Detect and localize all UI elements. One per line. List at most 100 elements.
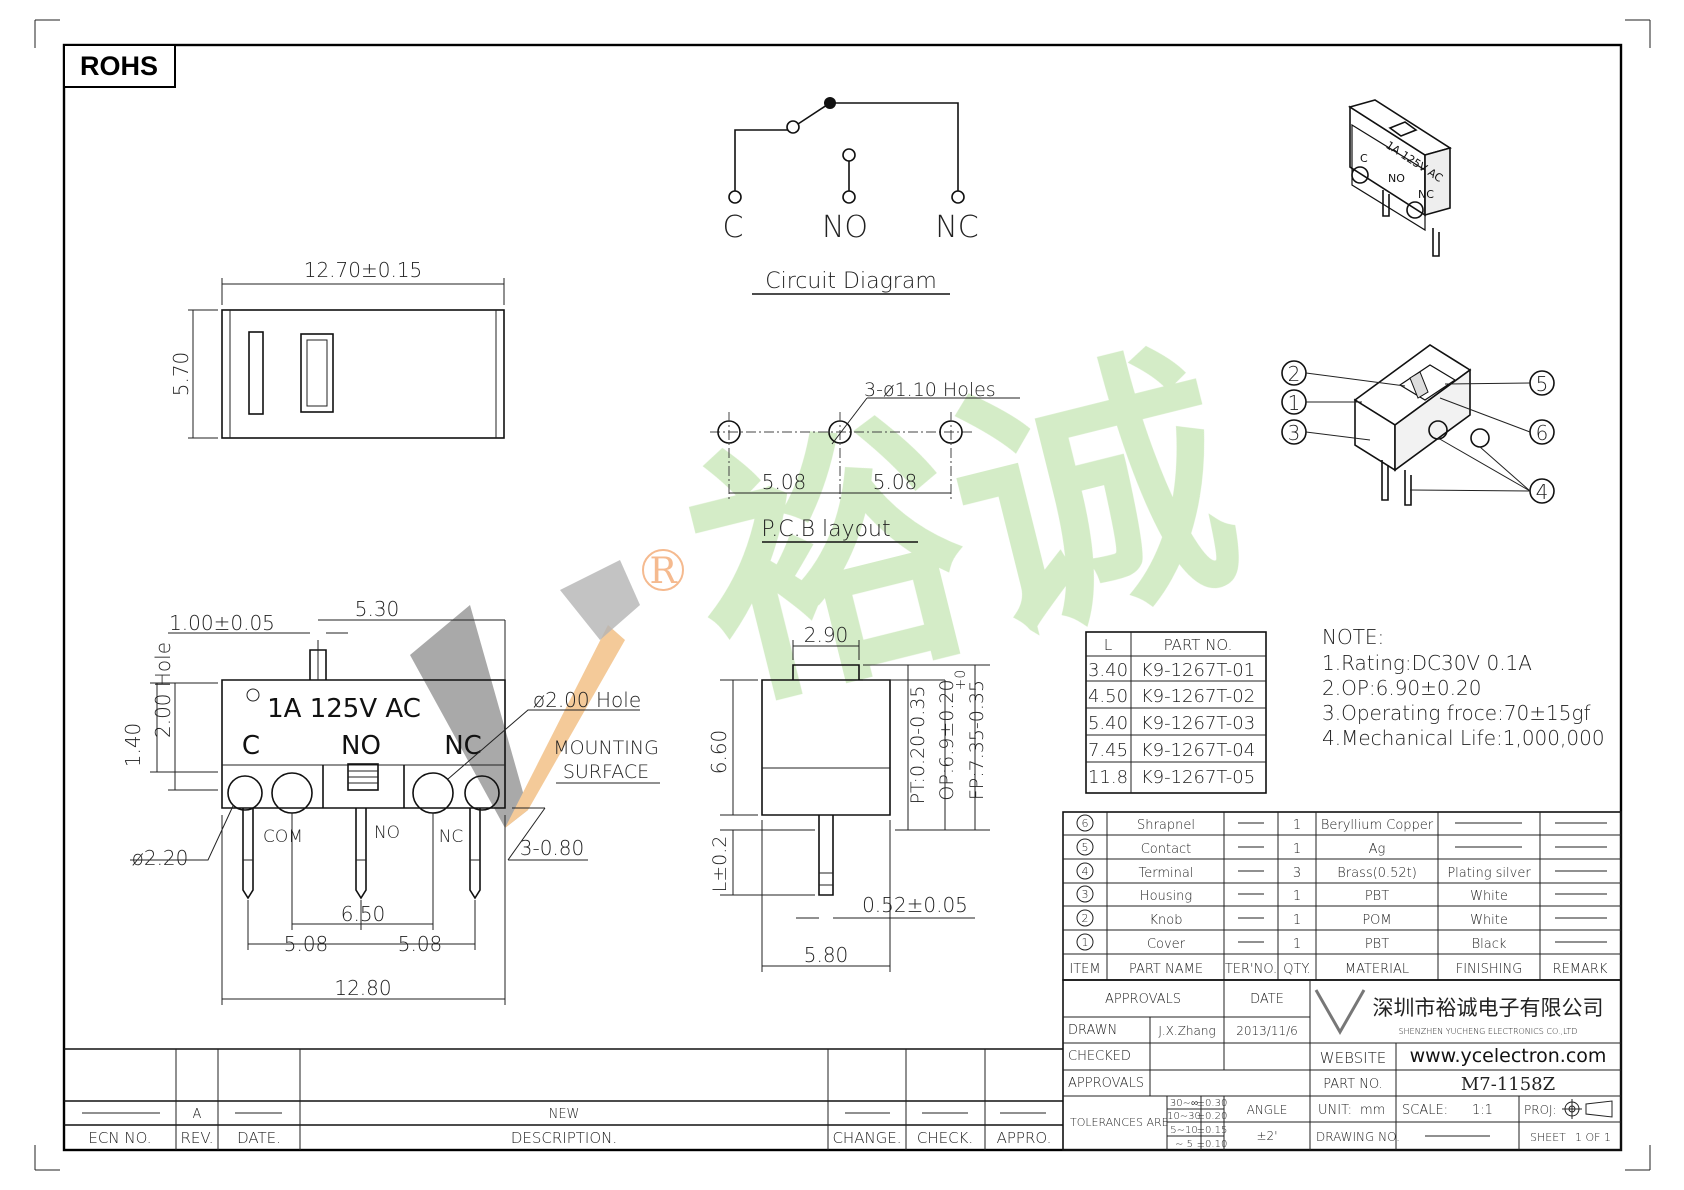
- bom-row-2-material: Ag: [1369, 842, 1386, 857]
- tb-website-label: WEBSITE: [1320, 1049, 1386, 1067]
- bom-row-3-material: Brass(0.52t): [1337, 866, 1417, 881]
- side-dim-pin-width: 0.52±0.05: [862, 893, 968, 917]
- tol-range-3: 5~10: [1170, 1125, 1197, 1136]
- tb-approvals-2: APPROVALS: [1068, 1076, 1144, 1091]
- tb-sheet-value: 1 OF 1: [1575, 1131, 1611, 1144]
- front-dim-base-height: 1.40: [121, 723, 145, 768]
- tol-value-4: ±0.10: [1197, 1139, 1228, 1150]
- rev-description: NEW: [549, 1107, 580, 1122]
- part-row-3-l: 5.40: [1088, 713, 1128, 734]
- pcb-holes-dim: 3-ø1.10 Holes: [864, 379, 996, 401]
- bom-row-6-item: 1: [1082, 936, 1089, 949]
- pcb-pitch-left: 5.08: [762, 470, 807, 494]
- callout-3: 3: [1288, 421, 1301, 445]
- tb-unit-value: mm: [1360, 1103, 1385, 1118]
- projection-symbol-icon: [1562, 1099, 1613, 1119]
- bom-row-5-name: Knob: [1150, 913, 1183, 928]
- iso-label-no: NO: [1388, 172, 1405, 185]
- bom-row-5-finishing: White: [1470, 913, 1508, 928]
- front-label-nc: NC: [444, 731, 482, 761]
- circuit-title: Circuit Diagram: [765, 269, 937, 294]
- bom-header-part-name: PART NAME: [1129, 962, 1203, 977]
- side-dim-top: 2.90: [804, 623, 849, 647]
- tb-unit-label: UNIT:: [1318, 1103, 1352, 1118]
- front-dim-hole-width: 1.00±0.05: [169, 611, 275, 635]
- tb-angle-label: ANGLE: [1247, 1103, 1288, 1117]
- bom-header-qty: QTY.: [1283, 962, 1311, 977]
- side-dim-width: 5.80: [804, 943, 849, 967]
- part-row-5-l: 11.8: [1088, 767, 1128, 788]
- tb-website: www.ycelectron.com: [1410, 1045, 1607, 1067]
- rohs-badge: ROHS: [63, 44, 176, 88]
- notes: NOTE: 1.Rating:DC30V 0.1A 2.OP:6.90±0.20…: [1322, 625, 1605, 750]
- part-row-2-l: 4.50: [1088, 686, 1128, 707]
- front-dim-hole-height: 2.00 Hole: [151, 642, 175, 738]
- iso-label-c: C: [1360, 152, 1368, 165]
- top-view: 12.70±0.15 5.70: [169, 258, 505, 439]
- tb-angle-value: ±2': [1257, 1129, 1278, 1143]
- front-view: 1A 125V AC C NO NC COM NO NC 1.00±0.05 5…: [121, 597, 660, 1005]
- tb-drawn-date: 2013/11/6: [1236, 1024, 1298, 1038]
- circuit-diagram: C NO NC Circuit Diagram: [723, 97, 979, 295]
- bom-row-3-qty: 3: [1293, 866, 1301, 881]
- part-row-4-l: 7.45: [1088, 740, 1128, 761]
- front-label-no: NO: [341, 731, 381, 761]
- tb-drawn-by: J.X.Zhang: [1158, 1024, 1215, 1038]
- front-dim-span: 6.50: [341, 902, 386, 926]
- tb-drawn: DRAWN: [1068, 1023, 1117, 1038]
- side-view: 2.90 6.60 L±0.2 PT:0.20-0.35 OP:6.9±0.20…: [707, 623, 990, 972]
- side-dim-fp: FP:7.35-0.35: [966, 680, 988, 800]
- tb-approvals: APPROVALS: [1105, 992, 1181, 1007]
- circuit-label-nc: NC: [935, 210, 978, 245]
- bom-row-5-item: 2: [1082, 912, 1089, 925]
- bom-row-3-finishing: Plating silver: [1447, 866, 1531, 881]
- tb-sheet-label: SHEET: [1530, 1131, 1566, 1144]
- bom-row-5-qty: 1: [1293, 913, 1301, 928]
- rev-value: A: [193, 1107, 202, 1122]
- part-table-header-part: PART NO.: [1164, 636, 1233, 654]
- company-logo: [1314, 989, 1366, 1036]
- front-dim-top-offset: 5.30: [355, 597, 400, 621]
- tol-value-2: ±0.20: [1197, 1111, 1228, 1122]
- bom-row-1-material: Beryllium Copper: [1321, 818, 1434, 833]
- tb-date: DATE: [1250, 992, 1284, 1007]
- bom-row-4-finishing: White: [1470, 889, 1508, 904]
- bom-row-6-qty: 1: [1293, 937, 1301, 952]
- bom-row-1-qty: 1: [1293, 818, 1301, 833]
- rev-header-change: CHANGE.: [832, 1129, 901, 1147]
- bom-row-1-item: 6: [1082, 817, 1089, 830]
- drawing-frame: [62, 43, 1623, 1152]
- bom-row-2-item: 5: [1082, 841, 1089, 854]
- part-row-3-no: K9-1267T-03: [1141, 713, 1255, 734]
- top-width-dim: 12.70±0.15: [304, 258, 423, 282]
- bom-row-4-name: Housing: [1140, 889, 1192, 904]
- front-dim-pitch-left: 5.08: [284, 932, 329, 956]
- bom-table: 6 5 4 3 2 1 Shrapnel Contact Terminal Ho…: [1062, 811, 1622, 981]
- tol-value-3: ±0.15: [1197, 1125, 1228, 1136]
- rev-header-ecn: ECN NO.: [88, 1129, 151, 1147]
- circuit-label-no: NO: [822, 210, 868, 245]
- rev-header-description: DESCRIPTION.: [511, 1129, 617, 1147]
- front-pin-com: COM: [263, 827, 303, 847]
- top-height-dim: 5.70: [169, 352, 193, 397]
- tb-scale-value: 1:1: [1472, 1103, 1493, 1118]
- rohs-label: ROHS: [80, 51, 158, 81]
- iso-label-nc: NC: [1418, 188, 1434, 201]
- part-row-1-no: K9-1267T-01: [1141, 660, 1255, 681]
- rev-header-check: CHECK.: [917, 1129, 973, 1147]
- tb-scale-label: SCALE:: [1402, 1103, 1448, 1118]
- front-dim-total: 12.80: [334, 976, 391, 1000]
- front-dim-big-hole: ø2.00 Hole: [533, 688, 641, 712]
- part-row-4-no: K9-1267T-04: [1141, 740, 1255, 761]
- side-dim-leg: L±0.2: [709, 836, 731, 893]
- company-name-cn: 深圳市裕诚电子有限公司: [1373, 996, 1604, 1020]
- callout-1: 1: [1288, 391, 1301, 415]
- part-table: L PART NO. 3.40 K9-1267T-01 4.50 K9-1267…: [1085, 631, 1267, 794]
- tb-part-no-label: PART NO.: [1323, 1077, 1383, 1092]
- company-name-en: SHENZHEN YUCHENG ELECTRONICS CO.,LTD: [1399, 1027, 1578, 1036]
- callout-4: 4: [1536, 480, 1549, 504]
- note-1: 1.Rating:DC30V 0.1A: [1322, 651, 1532, 675]
- tb-proj-label: PROJ:: [1524, 1103, 1557, 1117]
- front-surface-label: SURFACE: [563, 761, 649, 783]
